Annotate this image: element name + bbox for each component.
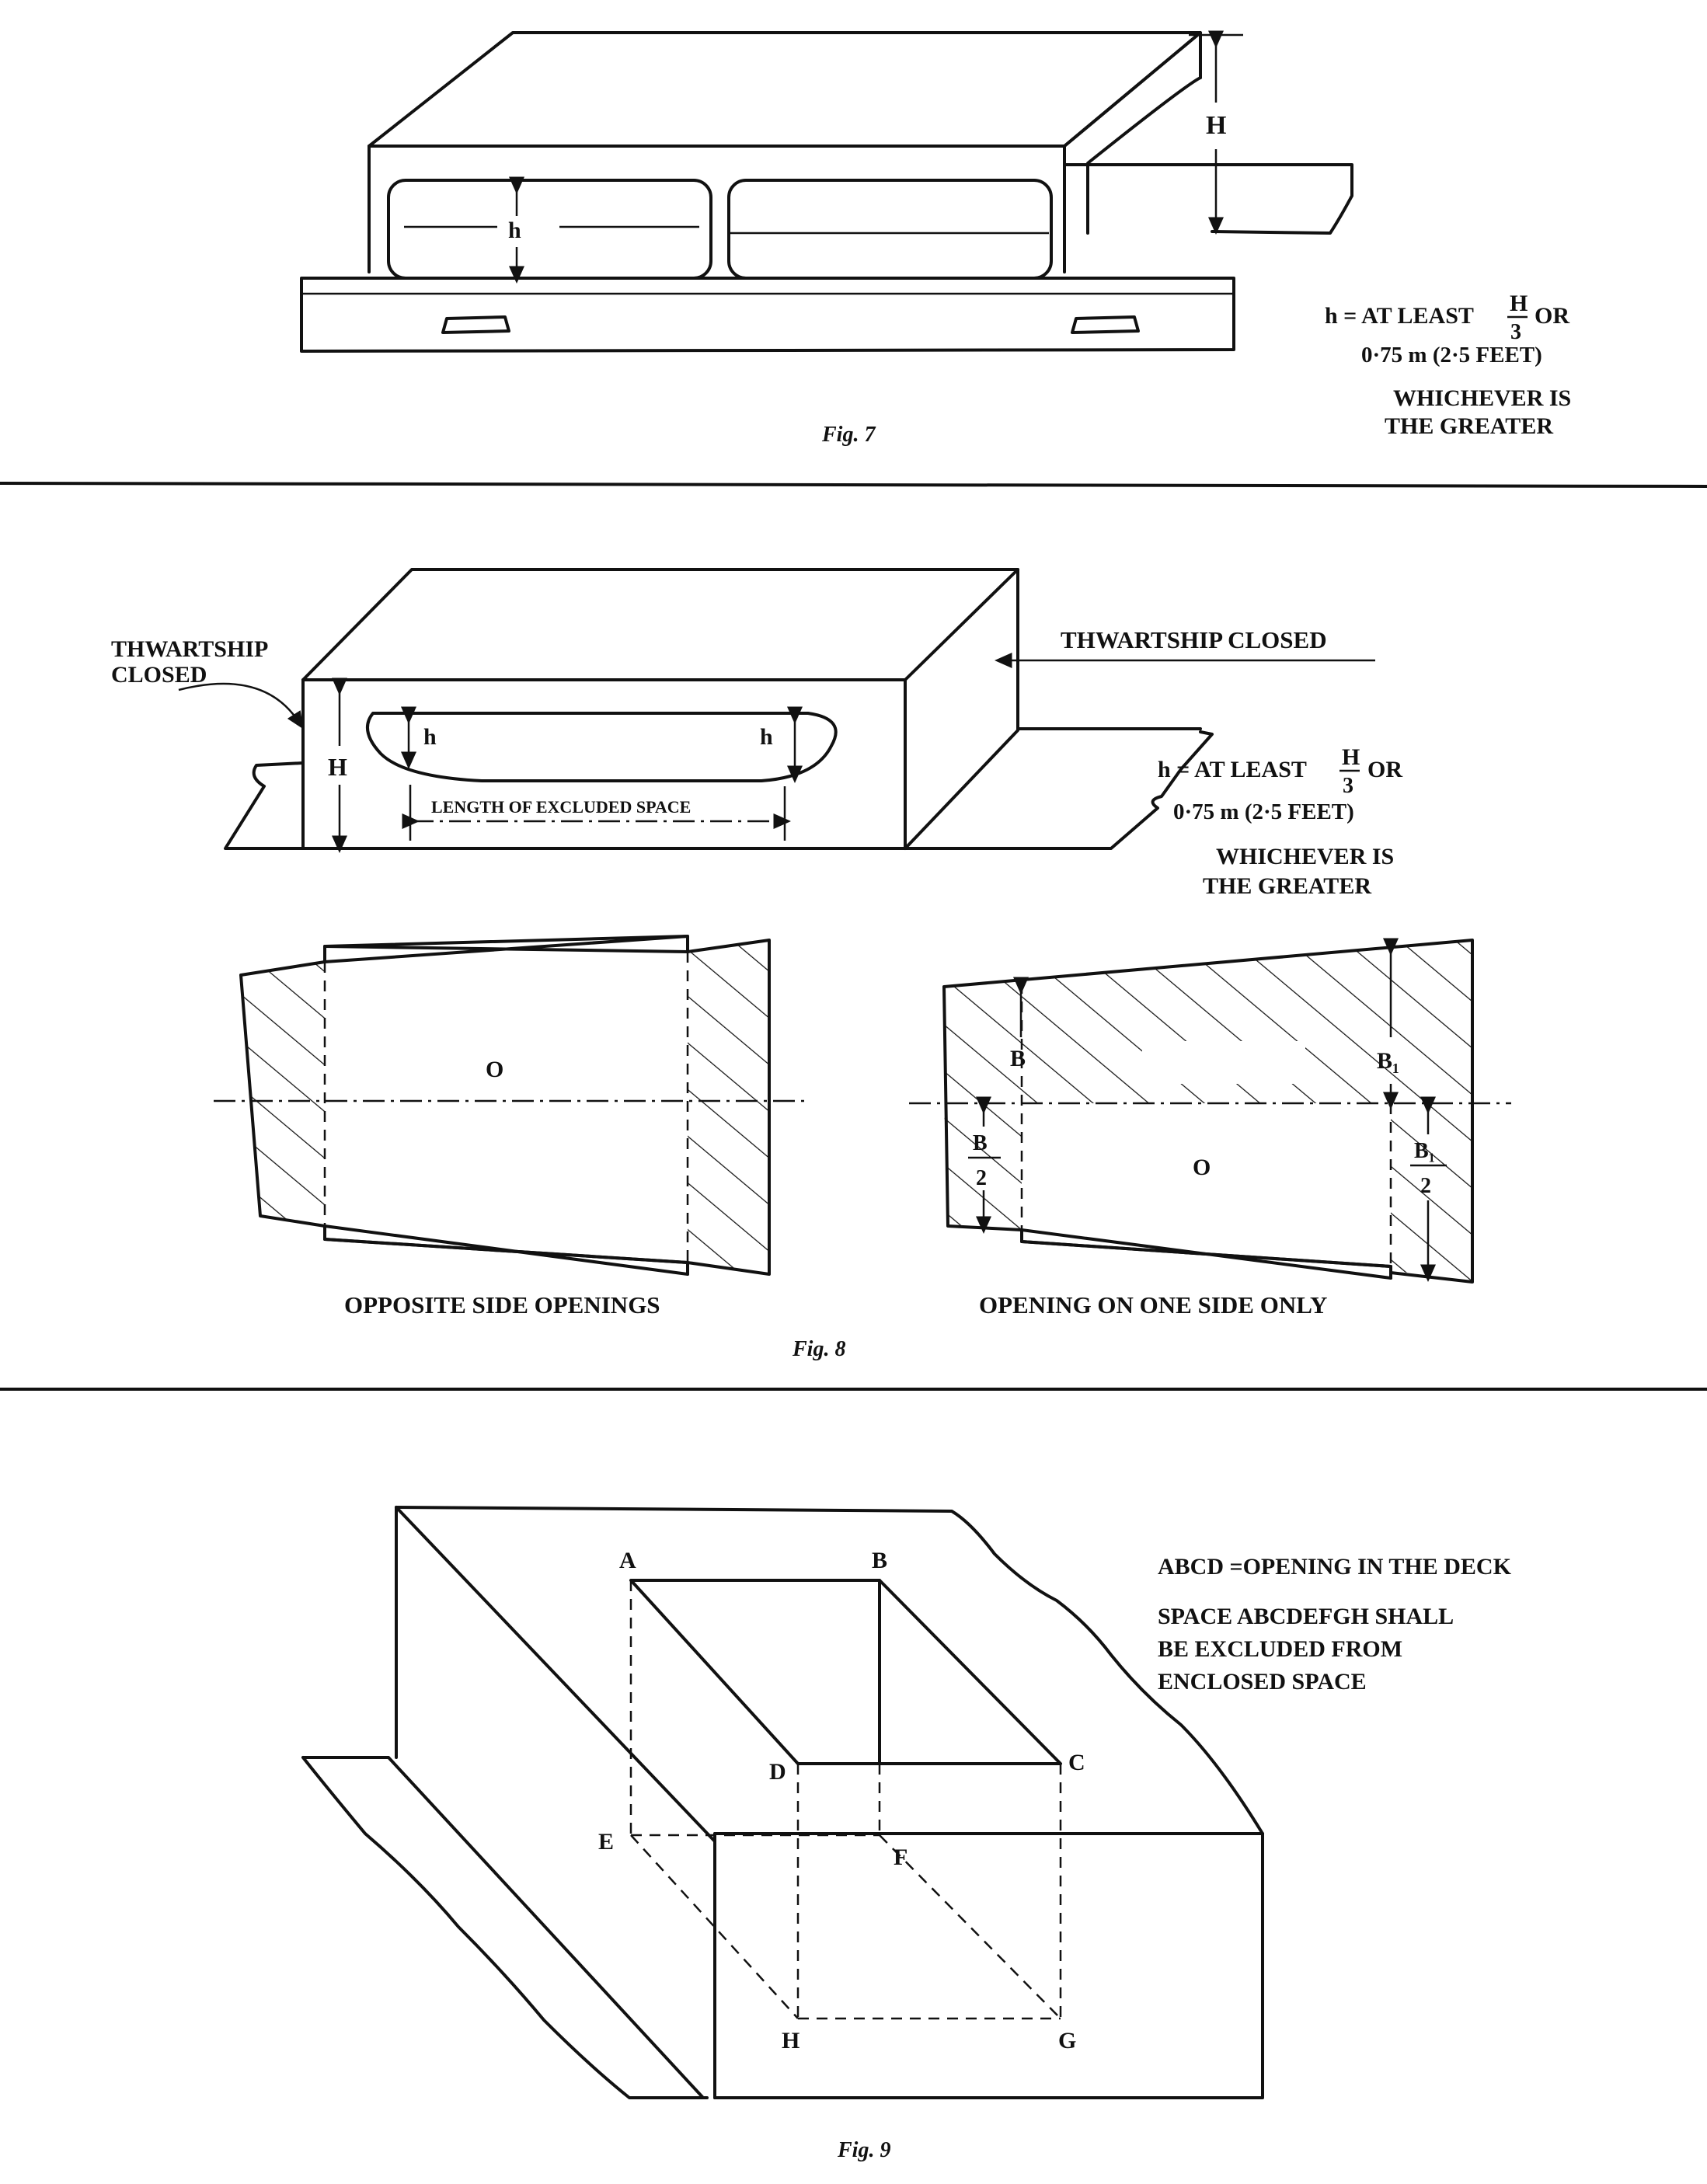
fig8-note: h = AT LEAST H 3 OR 0·75 m (2·5 FEET) WH… xyxy=(1158,744,1402,899)
point-G: G xyxy=(1058,2028,1076,2053)
fig9-note-line2: SPACE ABCDEFGH SHALL xyxy=(1158,1604,1454,1629)
fig8-note-line2: 0·75 m (2·5 FEET) xyxy=(1173,799,1354,824)
plan-right-halfB-den: 2 xyxy=(976,1166,987,1190)
plan-right-halfB1-num: B₁ xyxy=(1414,1139,1435,1163)
figure-7: h H h = AT LEAST H 3 OR 0·75 m (2·5 FEET… xyxy=(300,30,1571,447)
fig7-note-line4: THE GREATER xyxy=(1385,413,1553,439)
fig9-note: ABCD =OPENING IN THE DECK SPACE ABCDEFGH… xyxy=(1158,1554,1512,1695)
fig8-note-line3: WHICHEVER IS xyxy=(1216,844,1394,869)
fig7-note-or: OR xyxy=(1535,303,1569,329)
fig7-note: h = AT LEAST H 3 OR 0·75 m (2·5 FEET) WH… xyxy=(1325,291,1571,439)
thwartship-closed-left-line2: CLOSED xyxy=(111,662,207,688)
point-H: H xyxy=(782,2028,800,2053)
fig7-note-frac-den: 3 xyxy=(1510,320,1521,344)
plan-right-caption: OPENING ON ONE SIDE ONLY xyxy=(979,1291,1327,1318)
fig8-note-frac-num: H xyxy=(1342,744,1360,770)
length-excluded-space-label: LENGTH OF EXCLUDED SPACE xyxy=(431,797,691,817)
plan-right-B1: B₁ xyxy=(1377,1048,1399,1074)
fig7-superstructure xyxy=(368,31,1202,280)
deck-opening-ABCD xyxy=(629,1579,1062,1765)
fig9-caption: Fig. 9 xyxy=(837,2138,890,2162)
excluded-space-opening xyxy=(365,712,838,782)
fig8-note-line1: h = AT LEAST xyxy=(1158,757,1307,782)
fig7-note-line2: 0·75 m (2·5 FEET) xyxy=(1361,343,1542,367)
fig8-note-or: OR xyxy=(1367,757,1402,782)
point-E: E xyxy=(598,1829,614,1855)
point-A: A xyxy=(619,1548,636,1573)
point-B: B xyxy=(872,1548,887,1573)
fig9-note-line1: ABCD =OPENING IN THE DECK xyxy=(1158,1554,1512,1580)
thwartship-closed-right: THWARTSHIP CLOSED xyxy=(1061,626,1327,653)
fig7-note-line1: h = AT LEAST xyxy=(1325,303,1474,329)
fig7-note-frac-num: H xyxy=(1510,291,1528,316)
plan-right-O: O xyxy=(1193,1155,1211,1180)
plan-right-B: B xyxy=(1010,1046,1026,1071)
fig9-note-line3: BE EXCLUDED FROM xyxy=(1158,1636,1402,1662)
figure-9: A B C D E F G H ABCD =OPENING IN THE DEC… xyxy=(301,1506,1512,2162)
plan-left-caption: OPPOSITE SIDE OPENINGS xyxy=(344,1291,660,1318)
fig8-caption: Fig. 8 xyxy=(792,1337,845,1361)
fig7-H-label: H xyxy=(1206,111,1226,140)
separator-rule xyxy=(0,482,1707,488)
point-C: C xyxy=(1068,1750,1085,1775)
fig7-note-line3: WHICHEVER IS xyxy=(1393,385,1571,411)
fig8-H-label: H xyxy=(328,753,347,781)
thwartship-closed-left-line1: THWARTSHIP xyxy=(111,636,268,662)
plan-right-halfB-num: B xyxy=(973,1131,988,1155)
fig7-deck xyxy=(300,277,1235,353)
fig8-h-left-label: h xyxy=(423,724,437,750)
fig8-note-line4: THE GREATER xyxy=(1203,873,1371,899)
fig7-caption: Fig. 7 xyxy=(821,423,876,447)
plan-left-O: O xyxy=(486,1057,503,1082)
fig9-note-line4: ENCLOSED SPACE xyxy=(1158,1669,1367,1695)
fig8-h-right-label: h xyxy=(760,724,773,750)
figure-8: H h h LENGTH OF EXCLUDED SPACE THWARTSHI… xyxy=(111,568,1511,1361)
plan-right-halfB1-den: 2 xyxy=(1420,1174,1431,1198)
point-F: F xyxy=(894,1844,907,1870)
fig8-note-frac-den: 3 xyxy=(1343,774,1353,798)
fig7-h-label: h xyxy=(508,218,521,243)
point-D: D xyxy=(769,1759,786,1785)
plan-opening-one-side: O B B₁ B 2 B₁ 2 OPENING ON ONE SIDE ONLY xyxy=(909,938,1511,1318)
plan-opposite-side-openings: O OPPOSITE SIDE OPENINGS xyxy=(214,935,804,1318)
